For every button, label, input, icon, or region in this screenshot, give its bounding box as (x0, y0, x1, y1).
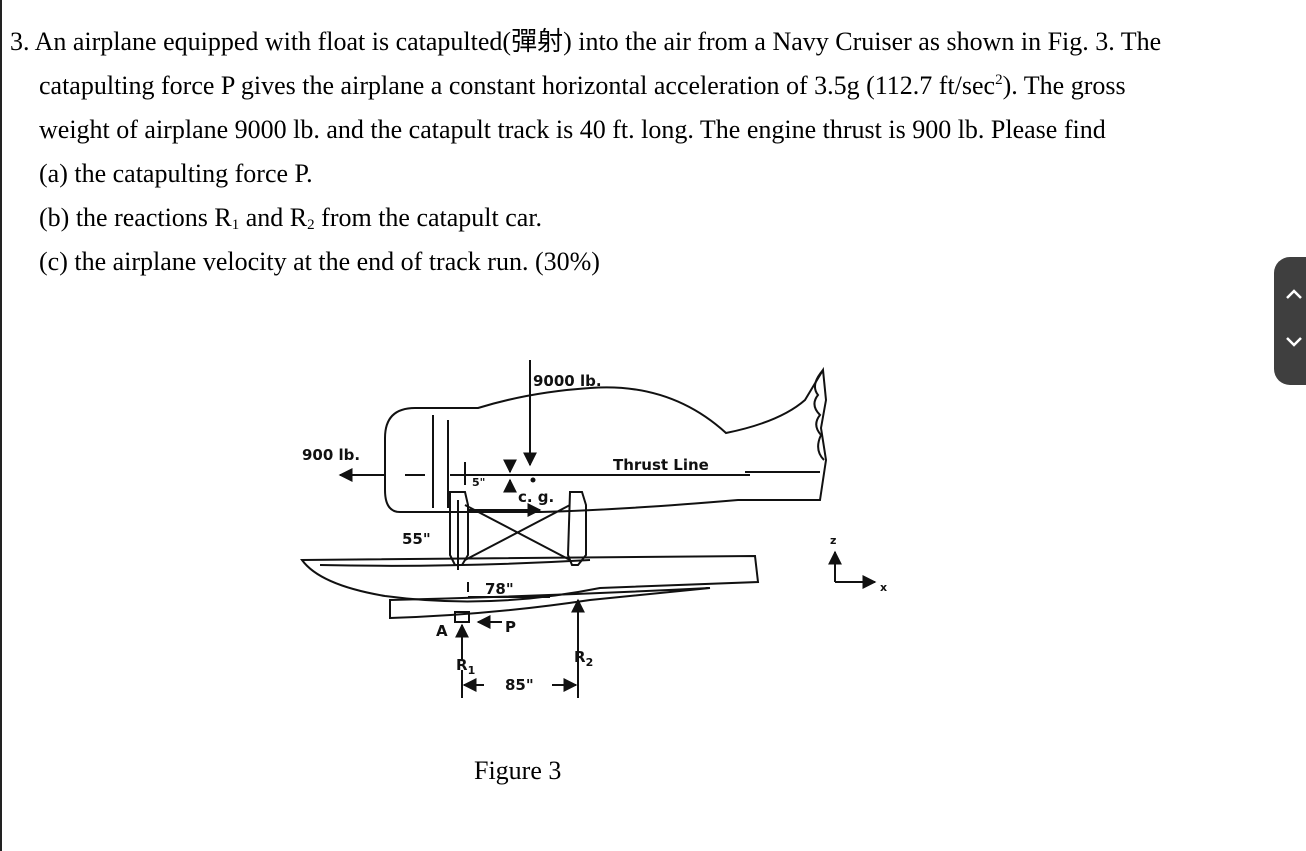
dim-55-label: 55" (402, 530, 431, 548)
weight-label: 9000 lb. (533, 372, 602, 390)
question-b-text-1: (b) the reactions R (39, 203, 232, 232)
dim-78-label: 78" (485, 580, 514, 598)
problem-line-2-text-b: ). The gross (1002, 71, 1126, 100)
problem-line-1: 3. An airplane equipped with float is ca… (10, 27, 1162, 56)
figure-caption: Figure 3 (474, 756, 562, 785)
force-p-label: P (505, 618, 516, 636)
cg-label: c. g. (518, 488, 554, 506)
axis-x-label: x (880, 581, 887, 594)
airplane-catapult-figure: 9000 lb. 900 lb. Thrust Line 5" c. g. 55… (290, 360, 910, 720)
problem-line-3: weight of airplane 9000 lb. and the cata… (39, 115, 1106, 144)
r2-sub: 2 (586, 656, 594, 669)
dim-5-label: 5" (472, 476, 485, 489)
point-a-label: A (436, 622, 448, 640)
rear-strut (566, 491, 587, 566)
r1-main: R (456, 656, 468, 674)
tail-fin-edge (813, 369, 825, 461)
chevron-down-icon (1286, 337, 1302, 347)
float-outline (300, 554, 760, 603)
superscript-2: 2 (995, 72, 1003, 88)
r1-label: R1 (456, 656, 475, 677)
r2-label: R2 (574, 648, 593, 669)
problem-line-2: catapulting force P gives the airplane a… (10, 64, 1306, 108)
r1-sub: 1 (468, 664, 476, 677)
scroll-down-button[interactable] (1274, 315, 1306, 375)
page-left-border (0, 0, 2, 851)
axis-z-label: z (830, 534, 836, 547)
thrust-line-label: Thrust Line (613, 456, 709, 474)
question-b-text-2: and R (239, 203, 308, 232)
cg-dot (530, 477, 536, 483)
catapult-car (389, 587, 711, 620)
fuselage-outline (384, 366, 828, 513)
dim-85-label: 85" (505, 676, 534, 694)
airplane-diagram: 9000 lb. 900 lb. Thrust Line 5" c. g. 55… (300, 360, 887, 698)
question-a: (a) the catapulting force P. (39, 159, 313, 188)
subscript-1: 1 (231, 217, 240, 233)
r2-main: R (574, 648, 586, 666)
problem-line-2-text-a: catapulting force P gives the airplane a… (39, 71, 996, 100)
problem-statement: 3. An airplane equipped with float is ca… (10, 20, 1306, 284)
chevron-up-icon (1286, 289, 1302, 299)
question-b-text-3: from the catapult car. (314, 203, 543, 232)
thrust-label: 900 lb. (302, 446, 360, 464)
page-scroll-widget (1274, 257, 1306, 385)
question-c: (c) the airplane velocity at the end of … (39, 247, 600, 276)
subscript-2: 2 (307, 217, 315, 233)
scroll-up-button[interactable] (1274, 267, 1306, 327)
question-b: (b) the reactions R1 and R2 from the cat… (10, 196, 1306, 240)
